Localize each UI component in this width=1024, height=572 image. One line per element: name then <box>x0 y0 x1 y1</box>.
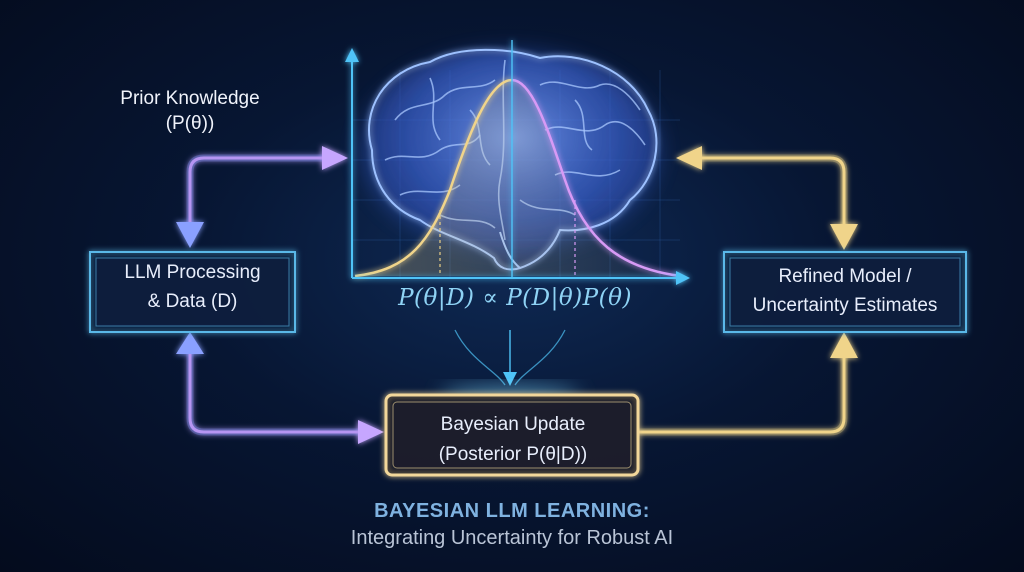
bayes-line1: Bayesian Update <box>440 414 586 435</box>
gold-arrows <box>638 146 858 436</box>
purple-arrows <box>176 146 384 444</box>
llm-processing-box: LLM Processing & Data (D) <box>90 258 295 316</box>
refined-box-frame <box>723 251 967 333</box>
refined-line1: Refined Model / <box>778 266 912 287</box>
funnel-lines <box>454 329 566 386</box>
prior-line1: Prior Knowledge <box>120 88 260 109</box>
bayes-box-frame <box>384 393 640 477</box>
refined-model-box: Refined Model / Uncertainty Estimates <box>724 262 966 320</box>
footer-title: BAYESIAN LLM LEARNING: <box>374 500 650 522</box>
footer-subtitle: Integrating Uncertainty for Robust AI <box>350 527 674 549</box>
prior-knowledge-label: Prior Knowledge (P(θ)) <box>95 86 285 136</box>
bayesian-update-box: Bayesian Update (Posterior P(θ|D)) <box>391 410 635 470</box>
refined-line2: Uncertainty Estimates <box>752 295 938 316</box>
chart-axes <box>345 40 690 285</box>
bayes-formula: P(θ|D) ∝ P(D|θ)P(θ) <box>398 285 632 311</box>
gaussian-curves <box>354 78 681 278</box>
llm-line1: LLM Processing <box>124 262 261 283</box>
bayes-line2: (Posterior P(θ|D)) <box>438 444 588 465</box>
prior-line2: (P(θ)) <box>165 113 215 134</box>
llm-box-frame <box>89 251 296 333</box>
llm-line2: & Data (D) <box>147 291 238 312</box>
